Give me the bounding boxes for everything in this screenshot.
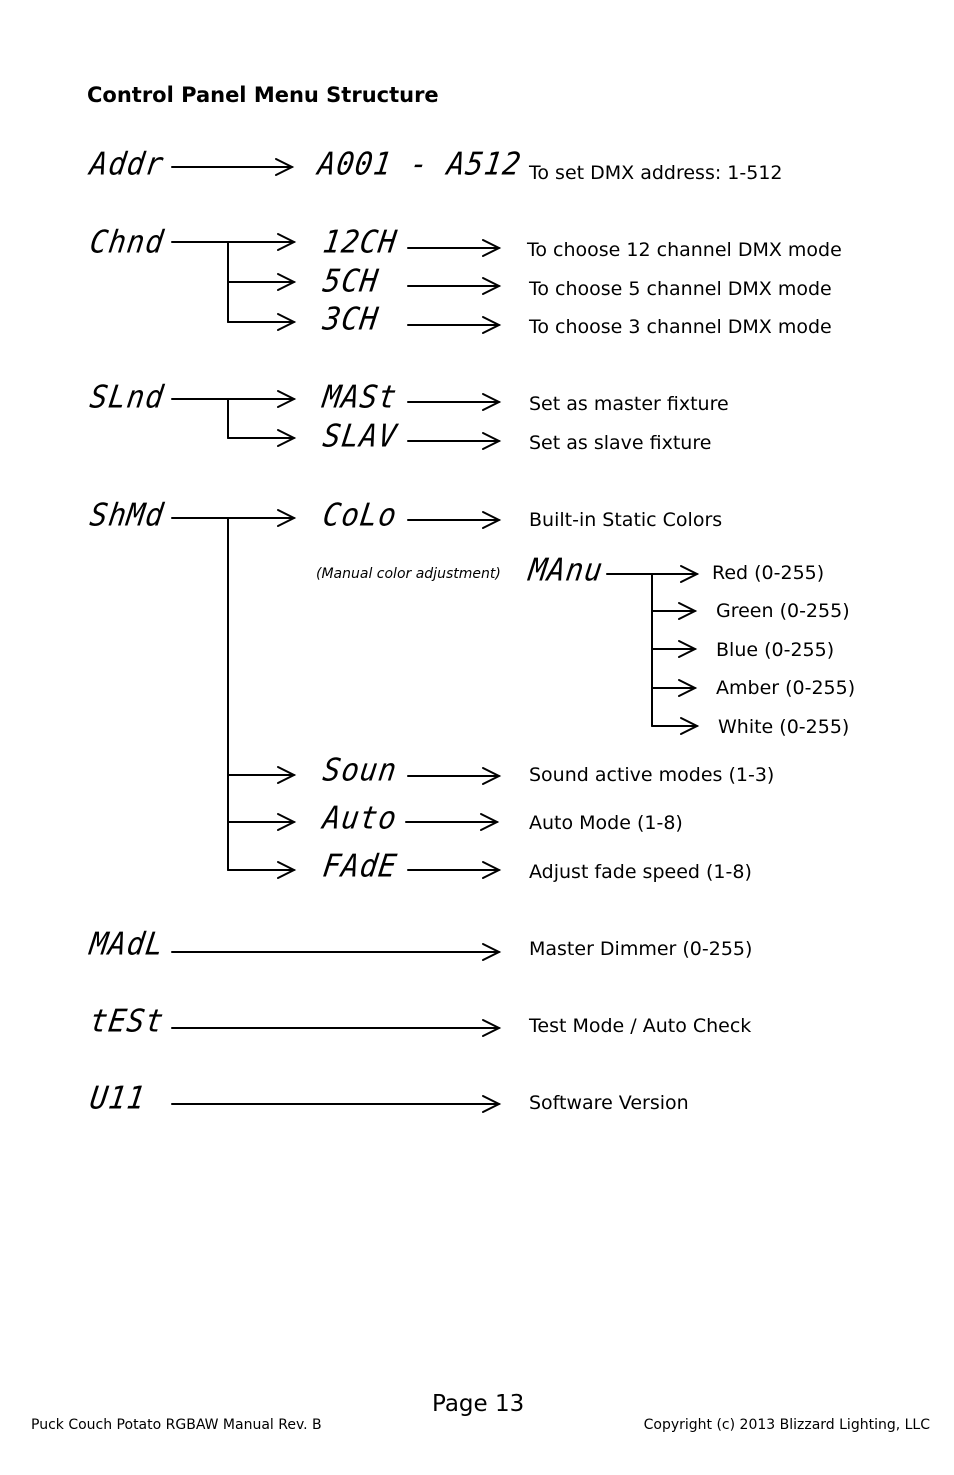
footer-manual-title: Puck Couch Potato RGBAW Manual Rev. B xyxy=(31,1417,322,1433)
desc-fade: Adjust fade speed (1-8) xyxy=(529,861,752,883)
desc-madl: Master Dimmer (0-255) xyxy=(529,938,753,960)
footer-copyright: Copyright (c) 2013 Blizzard Lighting, LL… xyxy=(643,1417,930,1433)
desc-addr: To set DMX address: 1-512 xyxy=(529,162,783,184)
menu-option-12ch: 12CH xyxy=(320,223,400,261)
menu-option-3ch: 3CH xyxy=(320,300,382,338)
menu-code-test: tESt xyxy=(87,1002,167,1040)
channel-white: White (0-255) xyxy=(718,716,850,738)
desc-soun: Sound active modes (1-3) xyxy=(529,764,775,786)
menu-option-5ch: 5CH xyxy=(320,262,382,300)
menu-code-slnd: SLnd xyxy=(87,378,167,416)
menu-code-chnd: Chnd xyxy=(87,223,167,261)
menu-option-colo: CoLo xyxy=(320,496,400,534)
note-manual-adjustment: (Manual color adjustment) xyxy=(316,566,501,582)
desc-slav: Set as slave fixture xyxy=(529,432,712,454)
menu-option-slav: SLAV xyxy=(320,417,400,455)
channel-red: Red (0-255) xyxy=(712,562,825,584)
menu-option-auto: Auto xyxy=(320,799,400,837)
desc-3ch: To choose 3 channel DMX mode xyxy=(529,316,832,338)
menu-option-mast: MASt xyxy=(320,378,400,416)
menu-code-version: U11 xyxy=(87,1079,149,1117)
desc-version: Software Version xyxy=(529,1092,689,1114)
desc-mast: Set as master fixture xyxy=(529,393,729,415)
menu-code-madl: MAdL xyxy=(87,925,167,963)
menu-option-fade: FAdE xyxy=(320,847,400,885)
menu-code-shnd: ShMd xyxy=(87,496,167,534)
desc-colo: Built-in Static Colors xyxy=(529,509,723,531)
channel-amber: Amber (0-255) xyxy=(716,677,856,699)
menu-code-addr: Addr xyxy=(87,145,167,183)
page-number: Page 13 xyxy=(432,1391,525,1417)
desc-auto: Auto Mode (1-8) xyxy=(529,812,683,834)
channel-blue: Blue (0-255) xyxy=(716,639,835,661)
page-title: Control Panel Menu Structure xyxy=(87,83,439,107)
menu-option-manu: MAnu xyxy=(526,551,606,589)
menu-option-soun: Soun xyxy=(320,751,400,789)
desc-5ch: To choose 5 channel DMX mode xyxy=(529,278,832,300)
channel-green: Green (0-255) xyxy=(716,600,850,622)
desc-test: Test Mode / Auto Check xyxy=(529,1015,752,1037)
menu-value-address-range: A001 - A512 xyxy=(315,145,524,183)
desc-12ch: To choose 12 channel DMX mode xyxy=(527,239,842,261)
